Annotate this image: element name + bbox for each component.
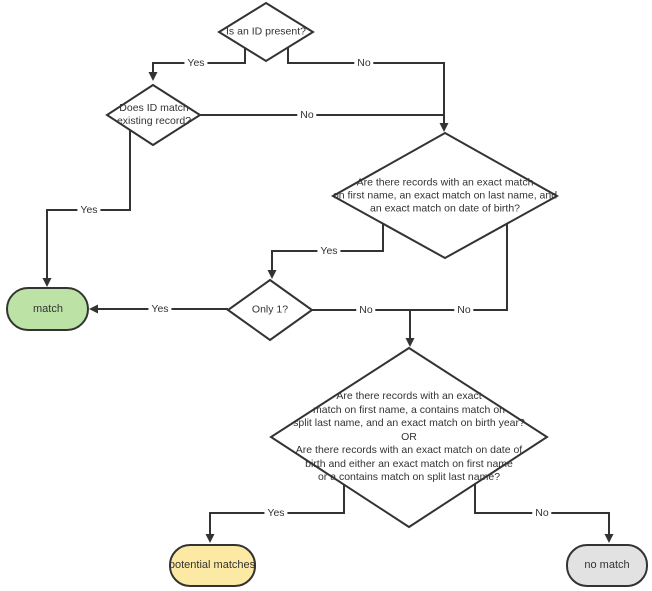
arrowhead-into-no-match xyxy=(604,534,614,543)
decision-combo-match-line: match on first name, a contains match on xyxy=(312,403,505,416)
decision-combo-match-line: split last name, and an exact match on b… xyxy=(293,416,525,429)
arrowhead-into-combo-match xyxy=(405,338,415,347)
decision-exact-match-shape xyxy=(330,131,560,260)
terminal-no-match-label: no match xyxy=(584,559,630,571)
decision-combo-match-shape xyxy=(269,346,549,529)
decision-id-present-line: Is an ID present? xyxy=(226,25,306,38)
arrowhead-into-id-match xyxy=(148,72,158,81)
arrowhead-into-exact-match xyxy=(439,123,449,132)
arrowhead-into-potential-matches xyxy=(205,534,215,543)
decision-only-one-shape xyxy=(226,278,314,342)
decision-exact-match-line: Are there records with an exact match xyxy=(356,176,534,189)
edge-label-id-match-yes: Yes xyxy=(77,204,101,216)
edge-label-only-one-yes: Yes xyxy=(148,303,172,315)
decision-combo-match-line: or a contains match on split last name? xyxy=(317,470,501,483)
edge-label-combo-match-no: No xyxy=(532,507,552,519)
decision-combo-match-line: birth and either an exact match on first… xyxy=(305,457,513,470)
edge-label-combo-match-yes: Yes xyxy=(264,507,288,519)
terminal-no-match-shape xyxy=(566,544,648,587)
decision-exact-match-line: an exact match on date of birth? xyxy=(369,202,520,215)
decision-combo-match-line: Are there records with an exact xyxy=(336,389,482,402)
decision-exact-match-text: Are there records with an exact match on… xyxy=(333,177,557,216)
decision-id-match-line: existing record? xyxy=(116,115,192,127)
edge-label-exact-match-no: No xyxy=(454,304,474,316)
decision-id-match-line: Does ID match xyxy=(119,102,189,114)
terminal-match-label: match xyxy=(33,303,63,315)
decision-combo-match-line: Are there records with an exact match on… xyxy=(295,443,523,456)
decision-id-present-shape xyxy=(217,1,315,63)
decision-id-match-text: Does ID match existing record? xyxy=(117,102,191,128)
edge-label-exact-match-yes: Yes xyxy=(317,245,341,257)
arrowhead-into-match-side xyxy=(89,304,98,314)
edge-label-id-present-yes: Yes xyxy=(184,57,208,69)
decision-only-one-line: Only 1? xyxy=(251,303,289,316)
terminal-match-shape xyxy=(6,287,89,331)
arrowhead-into-match-top xyxy=(42,278,52,287)
edge-label-only-one-no: No xyxy=(356,304,376,316)
decision-combo-match-text: Are there records with an exact match on… xyxy=(293,390,525,485)
connector-exact-match-no xyxy=(312,224,508,311)
edge-label-id-present-no: No xyxy=(354,57,374,69)
decision-exact-match-line: on first name, an exact match on last na… xyxy=(332,189,558,202)
terminal-potential-matches-label: potential matches xyxy=(168,559,256,571)
decision-only-one-text: Only 1? xyxy=(252,304,288,317)
edge-label-id-match-no: No xyxy=(297,109,317,121)
terminal-potential-matches-shape xyxy=(169,544,256,587)
decision-id-present-text: Is an ID present? xyxy=(226,26,306,39)
decision-combo-match-line: OR xyxy=(401,430,417,443)
decision-id-match-shape xyxy=(105,83,202,147)
arrowhead-into-only-one xyxy=(267,270,277,279)
